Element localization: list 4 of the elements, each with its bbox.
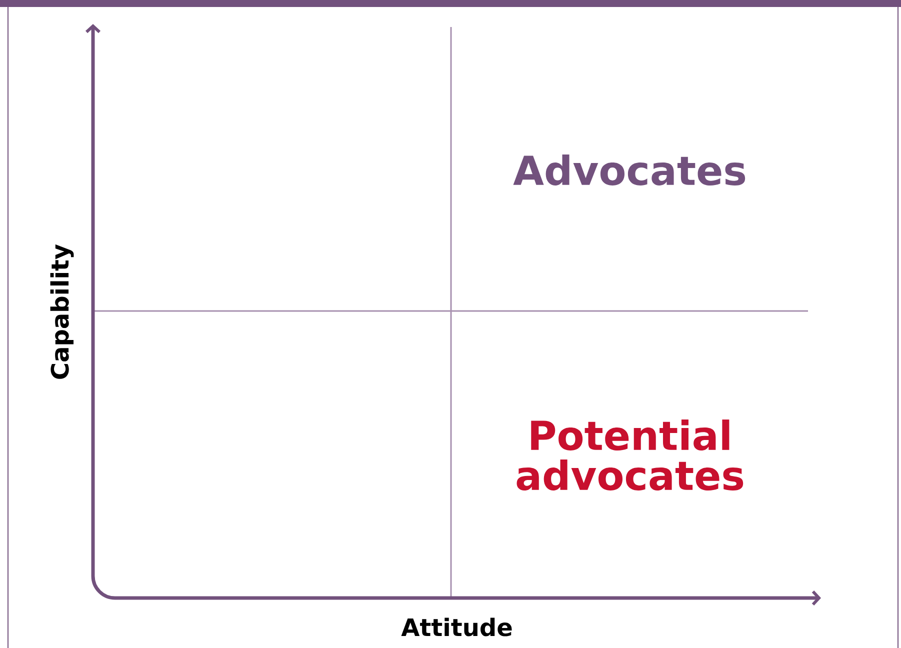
axis-title: Attitude — [401, 618, 512, 636]
quadrant-label: Potential advocates — [516, 420, 744, 490]
quadrant-label: Advocates — [513, 154, 746, 186]
axis-title: Capability — [50, 244, 74, 379]
